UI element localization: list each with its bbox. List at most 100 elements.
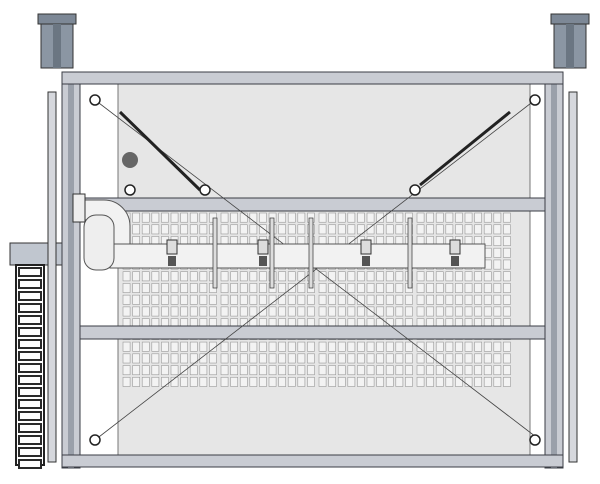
grid-hole (170, 271, 179, 282)
grid-hole (259, 283, 267, 293)
grid-hole (385, 224, 394, 235)
grid-hole (259, 341, 267, 352)
grid-hole (464, 365, 473, 376)
grid-hole (239, 376, 248, 387)
grid-hole (297, 365, 306, 376)
grid-hole (483, 283, 492, 293)
grid-hole (151, 341, 160, 352)
grid-hole (122, 365, 131, 376)
grid-hole (385, 365, 394, 376)
grid-hole (337, 271, 346, 282)
grid-hole (357, 341, 365, 352)
grid-hole (347, 341, 356, 352)
cable-anchor (199, 184, 211, 196)
upper-cross-bar (79, 197, 546, 212)
grid-hole (445, 341, 454, 352)
grid-hole (455, 224, 463, 235)
grid-hole (259, 365, 267, 376)
cable-anchor (409, 184, 421, 196)
grid-hole (278, 294, 287, 305)
clamp-base (168, 256, 176, 266)
grid-hole (220, 365, 229, 376)
grid-hole (170, 294, 179, 305)
grid-hole (493, 259, 502, 270)
grid-hole (230, 294, 239, 305)
grid-hole (151, 283, 160, 293)
grid-hole (249, 283, 258, 293)
grid-hole (455, 271, 463, 282)
chain-link (18, 279, 42, 289)
grid-hole (503, 259, 511, 270)
grid-hole (151, 353, 160, 364)
grid-hole (426, 376, 435, 387)
right-rail (568, 91, 578, 463)
grid-hole (357, 365, 365, 376)
grid-hole (268, 353, 277, 364)
grid-hole (278, 271, 287, 282)
grid-hole (287, 294, 296, 305)
grid-hole (337, 294, 346, 305)
grid-hole (445, 306, 454, 317)
grid-hole (151, 294, 160, 305)
grid-hole (483, 353, 492, 364)
grid-hole (493, 376, 502, 387)
grid-hole (357, 353, 365, 364)
grid-hole (445, 353, 454, 364)
grid-hole (220, 306, 229, 317)
grid-hole (385, 341, 394, 352)
chain-link (18, 339, 42, 349)
grid-hole (318, 224, 327, 235)
grid-hole (483, 224, 492, 235)
grid-hole (278, 212, 287, 223)
grid-hole (405, 376, 413, 387)
grid-hole (170, 365, 179, 376)
grid-hole (307, 306, 315, 317)
grid-hole (376, 224, 385, 235)
grid-hole (230, 306, 239, 317)
grid-hole (199, 212, 208, 223)
grid-hole (278, 224, 287, 235)
grid-hole (180, 353, 189, 364)
grid-hole (259, 224, 267, 235)
grid-hole (151, 376, 160, 387)
clamp-base (362, 256, 370, 266)
grid-hole (347, 224, 356, 235)
grid-hole (464, 283, 473, 293)
grid-hole (385, 212, 394, 223)
grid-hole (503, 236, 511, 246)
grid-hole (455, 212, 463, 223)
grid-hole (239, 212, 248, 223)
grid-hole (426, 294, 435, 305)
grid-hole (132, 283, 141, 293)
grid-hole (297, 341, 306, 352)
grid-hole (122, 376, 131, 387)
grid-hole (318, 283, 327, 293)
grid-hole (493, 271, 502, 282)
grid-hole (426, 365, 435, 376)
chain-link (18, 411, 42, 421)
grid-hole (503, 365, 511, 376)
grid-hole (464, 212, 473, 223)
grid-hole (416, 224, 425, 235)
grid-hole (464, 224, 473, 235)
grid-hole (474, 283, 483, 293)
grid-hole (180, 376, 189, 387)
grid-hole (493, 294, 502, 305)
grid-hole (435, 294, 444, 305)
grid-hole (455, 341, 463, 352)
grid-hole (230, 212, 239, 223)
grid-hole (180, 341, 189, 352)
grid-hole (239, 271, 248, 282)
grid-hole (395, 353, 404, 364)
grid-hole (161, 212, 169, 223)
grid-hole (151, 365, 160, 376)
grid-hole (199, 283, 208, 293)
grid-hole (132, 365, 141, 376)
grid-hole (337, 365, 346, 376)
grid-hole (318, 353, 327, 364)
grid-hole (209, 341, 217, 352)
grid-hole (307, 294, 315, 305)
grid-hole (328, 341, 337, 352)
grid-hole (483, 376, 492, 387)
grid-hole (318, 341, 327, 352)
